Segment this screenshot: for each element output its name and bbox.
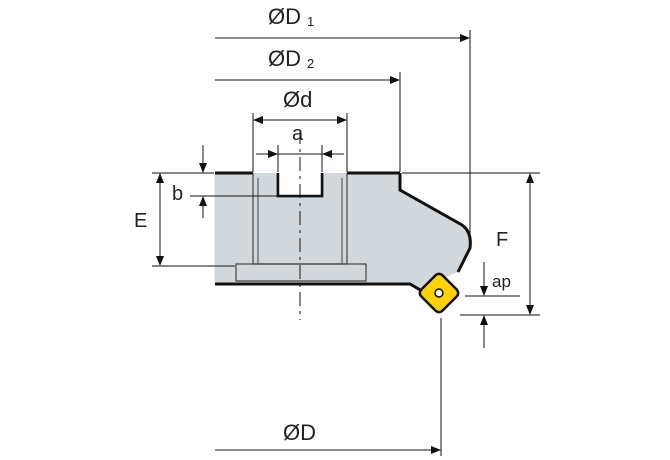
square-insert-icon bbox=[418, 272, 460, 314]
dimension-ap: ap bbox=[465, 262, 520, 348]
dimension-a: a bbox=[256, 123, 344, 172]
dimension-D2: ØD 2 bbox=[215, 46, 401, 172]
b-label: b bbox=[172, 183, 183, 205]
cutter-body bbox=[214, 171, 472, 293]
dimension-F: F bbox=[402, 172, 540, 316]
E-label: E bbox=[134, 210, 147, 232]
D2-label: ØD bbox=[268, 46, 301, 71]
D1-subscript: 1 bbox=[307, 14, 314, 29]
d-label: Ød bbox=[283, 87, 312, 112]
D-label: ØD bbox=[283, 420, 316, 445]
F-label: F bbox=[496, 229, 508, 251]
dimension-E: E bbox=[134, 172, 235, 267]
D1-label: ØD bbox=[268, 4, 301, 29]
dimension-D1: ØD 1 bbox=[215, 4, 471, 240]
dimension-D: ØD bbox=[215, 318, 442, 456]
dimension-d: Ød bbox=[252, 87, 348, 172]
a-label: a bbox=[292, 123, 304, 145]
ap-label: ap bbox=[492, 272, 511, 291]
D2-subscript: 2 bbox=[307, 56, 314, 71]
